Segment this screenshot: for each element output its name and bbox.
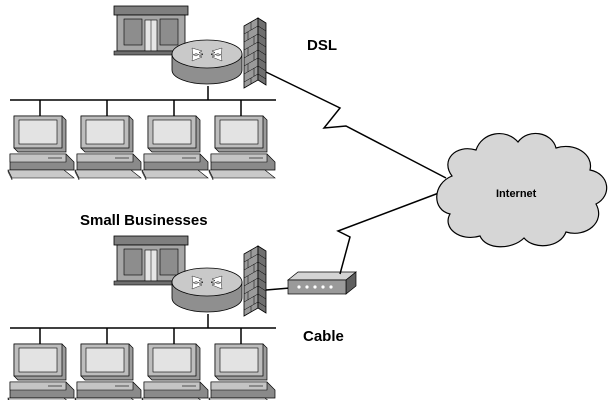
firewall-icon xyxy=(243,245,267,317)
dsl-link xyxy=(265,71,447,179)
pc-icon xyxy=(7,343,75,400)
pc-icon xyxy=(208,115,276,181)
pc-icon xyxy=(208,343,276,400)
cable-modem-icon xyxy=(287,271,357,295)
cable-label: Cable xyxy=(303,328,344,345)
cable-link xyxy=(336,187,453,275)
internet-label: Internet xyxy=(496,188,537,200)
firewall-icon xyxy=(243,17,267,89)
internet-cloud-icon xyxy=(436,132,608,248)
router-icon xyxy=(171,39,243,85)
small-businesses-label: Small Businesses xyxy=(80,212,208,229)
dsl-site xyxy=(7,5,276,181)
pc-icon xyxy=(7,115,75,181)
dsl-label: DSL xyxy=(307,37,337,54)
pc-icon xyxy=(74,343,142,400)
pc-icon xyxy=(141,115,209,181)
router-icon xyxy=(171,267,243,313)
pc-icon xyxy=(74,115,142,181)
cable-site xyxy=(7,235,357,400)
pc-icon xyxy=(141,343,209,400)
